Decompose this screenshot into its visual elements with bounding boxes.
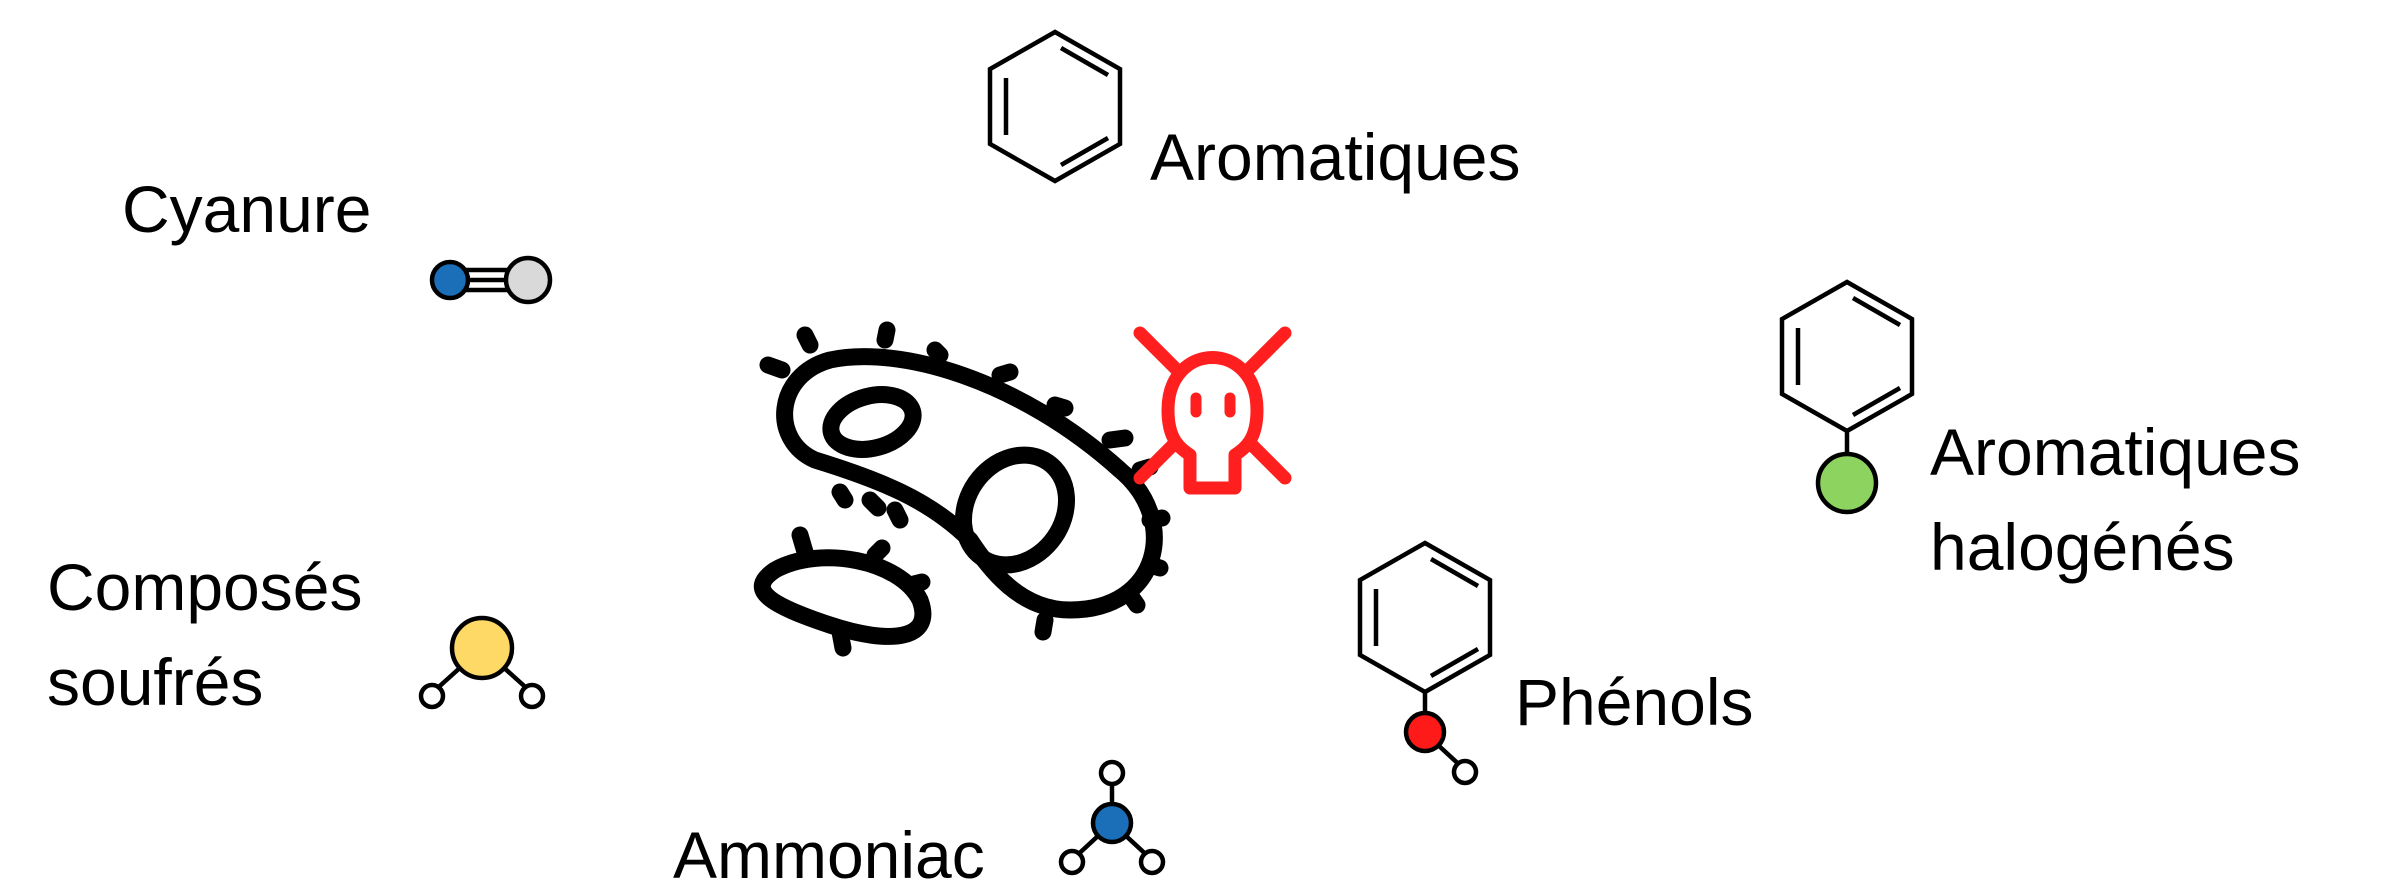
label-aromatiques-halogenes-line1: Aromatiques <box>1930 415 2301 489</box>
label-ammoniac: Ammoniac <box>673 818 985 882</box>
hydrogen-atom <box>1098 759 1126 787</box>
cyanide-molecule-icon <box>429 255 553 305</box>
benzene-icon <box>987 29 1123 184</box>
sulfur-atom <box>449 615 515 681</box>
bacteria-icon <box>754 321 1171 657</box>
halogenated-benzene-icon <box>1779 279 1915 515</box>
label-cyanure: Cyanure <box>122 172 371 246</box>
nitrogen-atom <box>429 259 471 301</box>
hydrogen-atom <box>1138 848 1166 876</box>
skull-crossbones-icon <box>1133 326 1292 495</box>
ammonia-molecule-icon <box>1058 759 1166 876</box>
carbon-atom <box>503 255 553 305</box>
label-aromatiques-halogenes-line2: halogénés <box>1930 510 2235 584</box>
label-composes-soufres-line2: soufrés <box>47 645 263 719</box>
oxygen-atom <box>1403 710 1447 754</box>
label-aromatiques: Aromatiques <box>1150 120 1521 194</box>
label-phenols: Phénols <box>1515 665 1754 739</box>
phenol-icon <box>1357 540 1493 786</box>
label-composes-soufres-line1: Composés <box>47 550 362 624</box>
halogen-atom <box>1815 451 1879 515</box>
hydrogen-atom <box>518 682 546 710</box>
hydrogen-atom <box>1058 848 1086 876</box>
hydrogen-atom <box>1451 758 1479 786</box>
sulfur-molecule-icon <box>418 615 546 710</box>
nitrogen-atom <box>1090 801 1134 845</box>
hydrogen-atom <box>418 682 446 710</box>
